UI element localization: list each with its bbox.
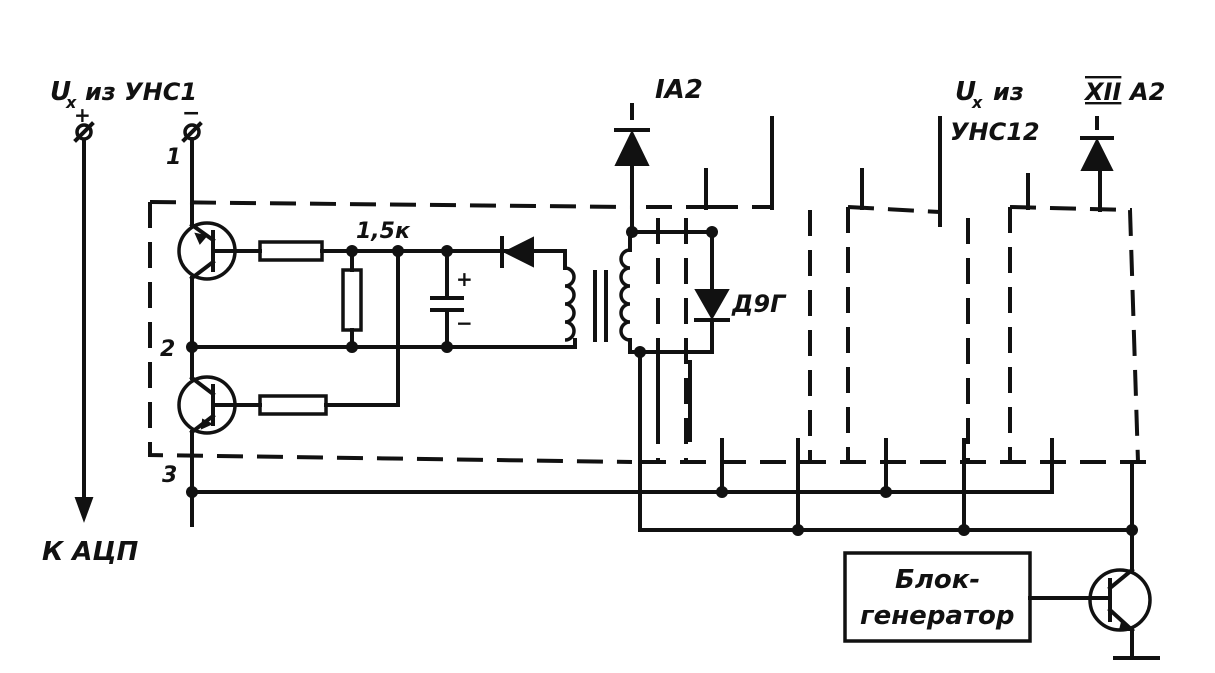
cap-plus-label: + [456,267,473,291]
plus-sign: + [74,103,91,127]
resistor-value-label: 1,5к [356,219,411,244]
channel-ia2-label: IA2 [655,75,703,105]
ux-unc12-u: U [955,77,976,107]
resistor-lower [258,394,328,416]
diode-d9g-label: Д9Г [731,290,787,318]
ux-unc12-sub: x [971,93,983,112]
diode-ia2 [614,103,650,234]
pin-2-label: 2 [160,337,175,362]
diode-xii-a2 [1080,116,1114,171]
ux-unc1-rest: из УНС1 [85,78,197,106]
channel-xii-rest: А2 [1128,78,1165,106]
channel-1-enclosure [148,200,770,464]
middle-channels-enclosure [640,116,1148,464]
ux-unc1-sub: x [65,93,77,112]
block-generator-line2: генератор [860,601,1015,631]
diode-d9g [694,230,730,354]
upper-transistor [177,221,262,281]
to-adc-label: К АЦП [42,537,139,567]
pin-3-label: 3 [162,463,177,488]
cap-minus-label: − [456,311,473,335]
minus-sign: − [182,101,200,126]
lower-transistor [177,375,262,435]
pin-1-label: 1 [166,145,181,170]
block-generator-line1: Блок- [895,565,980,595]
electrolytic-capacitor [430,249,464,349]
ux-unc12-rest: из [993,78,1024,106]
series-diode [500,236,534,268]
resistor-1-5k [341,268,363,332]
channel-1-dashed-lines [656,116,812,462]
output-transistor [1086,567,1160,660]
resistor-upper [258,240,324,262]
junction-dots [186,226,1138,536]
bottom-buses [190,438,1134,572]
ux-unc1-u: U [50,77,71,107]
left-input-wire [73,121,95,523]
channel-xii-roman: XII [1083,78,1121,106]
transformer [563,248,631,349]
minus-terminal [181,121,203,227]
ux-unc12-line2: УНС12 [950,118,1040,146]
